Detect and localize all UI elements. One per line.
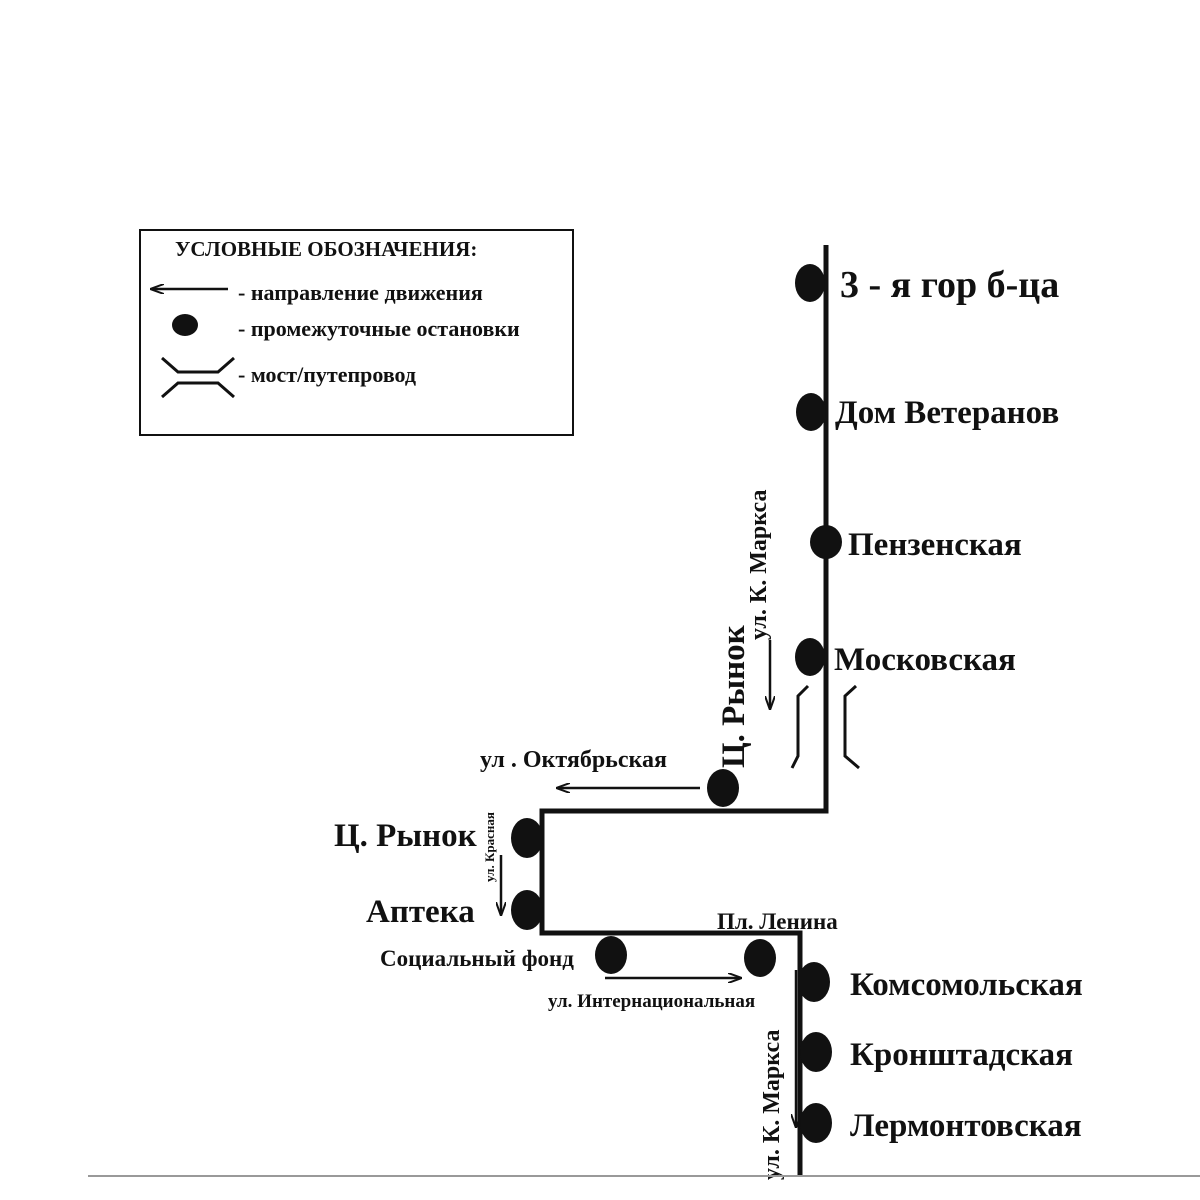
stop-label-kronshtadskaya: Кронштадская: [850, 1037, 1073, 1073]
stop-label-c-rynok-left: Ц. Рынок: [334, 818, 477, 854]
stop-label-dom-veteranov: Дом Ветеранов: [835, 395, 1059, 431]
street-label-krasnaya: ул. Красная: [482, 812, 497, 882]
legend-item-bridge: - мост/путепровод: [238, 362, 416, 387]
legend-frame: [139, 229, 574, 436]
stop-label-lermontovskaya: Лермонтовская: [850, 1108, 1082, 1144]
legend-stop-dot-icon: [172, 314, 198, 336]
stop-dot[interactable]: [707, 769, 739, 807]
stop-label-apteka: Аптека: [366, 894, 475, 930]
stop-label-komsomolskaya: Комсомольская: [850, 967, 1083, 1003]
legend: УСЛОВНЫЕ ОБОЗНАЧЕНИЯ: - направление движ…: [139, 229, 574, 436]
street-label-internacionalnaya: ул. Интернациональная: [548, 991, 755, 1012]
stop-dot[interactable]: [595, 936, 627, 974]
stop-dot[interactable]: [800, 1032, 832, 1072]
legend-title: УСЛОВНЫЕ ОБОЗНАЧЕНИЯ:: [175, 237, 477, 261]
street-label-oktyabrskaya: ул . Октябрьская: [480, 747, 667, 773]
stop-label-penzenskaya: Пензенская: [848, 527, 1022, 563]
stop-dot[interactable]: [798, 962, 830, 1002]
street-label-k-marksa-top: ул. К. Маркса: [746, 490, 772, 640]
street-label-k-marksa-bottom: ул. К. Маркса: [759, 1030, 785, 1180]
stop-label-moskovskaya: Московская: [834, 642, 1016, 678]
stop-dot[interactable]: [810, 525, 842, 559]
stop-dot[interactable]: [795, 638, 825, 676]
stop-dot[interactable]: [795, 264, 825, 302]
legend-bridge-icon: [161, 356, 235, 399]
legend-item-stops: - промежуточные остановки: [238, 316, 520, 341]
stop-dot[interactable]: [744, 939, 776, 977]
stop-label-c-rynok-top: Ц. Рынок: [716, 625, 752, 768]
stop-dot[interactable]: [511, 890, 543, 930]
stop-label-socialnyj-fond: Социальный фонд: [380, 946, 574, 971]
stop-dot[interactable]: [796, 393, 826, 431]
stop-label-pl-lenina: Пл. Ленина: [717, 909, 838, 934]
stop-dot[interactable]: [800, 1103, 832, 1143]
stop-dot[interactable]: [511, 818, 543, 858]
bridge-icon: [790, 684, 860, 770]
legend-item-direction: - направление движения: [238, 280, 483, 305]
stop-label-3-gor-bca: 3 - я гор б-ца: [840, 264, 1059, 306]
